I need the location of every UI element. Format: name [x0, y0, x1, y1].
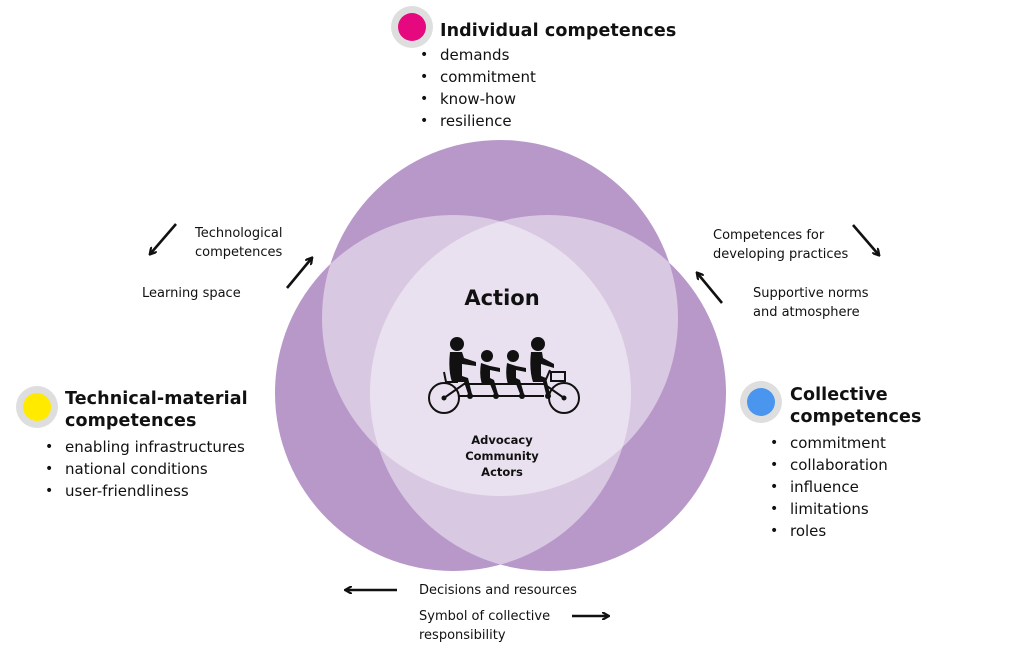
list-item: limitations	[766, 498, 888, 520]
list-item: roles	[766, 520, 888, 542]
label-line: Competences for	[713, 228, 825, 243]
arrow-up-left-icon	[698, 274, 724, 304]
collective-list: commitment collaboration influence limit…	[766, 432, 888, 542]
technical-list: enabling infrastructures national condit…	[41, 436, 245, 502]
label-decisions-resources: Decisions and resources	[419, 583, 577, 598]
technical-dot-icon	[23, 393, 51, 421]
label-symbol-responsibility: Symbol of collective responsibility	[419, 607, 550, 645]
list-item: enabling infrastructures	[41, 436, 245, 458]
list-item: commitment	[416, 66, 536, 88]
list-item: know-how	[416, 88, 536, 110]
individual-dot-icon	[398, 13, 426, 41]
individual-title: Individual competences	[440, 21, 677, 41]
collective-title-line: Collective	[790, 385, 888, 405]
list-item: commitment	[766, 432, 888, 454]
arrow-down-right-icon	[852, 224, 878, 254]
technical-title-line: Technical-material	[65, 389, 248, 409]
label-line: responsibility	[419, 628, 506, 643]
label-line: Symbol of collective	[419, 609, 551, 624]
list-item: user-friendliness	[41, 480, 245, 502]
list-item: influence	[766, 476, 888, 498]
collective-badge	[740, 381, 782, 423]
label-line: Supportive norms	[753, 286, 869, 301]
list-item: demands	[416, 44, 536, 66]
label-line: Technological	[195, 226, 283, 241]
label-line: competences	[195, 245, 283, 260]
label-developing-practices: Competences for developing practices	[713, 226, 848, 264]
center-subtitle-line: Actors	[481, 465, 523, 479]
collective-title: Collective competences	[790, 384, 921, 428]
arrow-up-right-icon	[285, 259, 311, 289]
technical-title: Technical-material competences	[65, 388, 248, 432]
label-learning-space: Learning space	[142, 286, 241, 301]
arrow-down-left-icon	[151, 223, 177, 253]
label-line: and atmosphere	[753, 305, 860, 320]
individual-list: demands commitment know-how resilience	[416, 44, 536, 132]
technical-badge	[16, 386, 58, 428]
collective-title-line: competences	[790, 407, 922, 427]
center-subtitle-line: Advocacy	[471, 433, 533, 447]
center-subtitle-line: Community	[465, 449, 539, 463]
center-title: Action	[464, 286, 540, 310]
label-supportive-norms: Supportive norms and atmosphere	[753, 284, 869, 322]
collective-dot-icon	[747, 388, 775, 416]
label-line: developing practices	[713, 247, 849, 262]
individual-badge	[391, 6, 433, 48]
list-item: resilience	[416, 110, 536, 132]
center-subtitle: Advocacy Community Actors	[440, 432, 564, 480]
list-item: national conditions	[41, 458, 245, 480]
list-item: collaboration	[766, 454, 888, 476]
label-technological-competences: Technological competences	[195, 224, 282, 262]
tandem-bicycle-family-icon	[428, 337, 580, 414]
technical-title-line: competences	[65, 411, 197, 431]
